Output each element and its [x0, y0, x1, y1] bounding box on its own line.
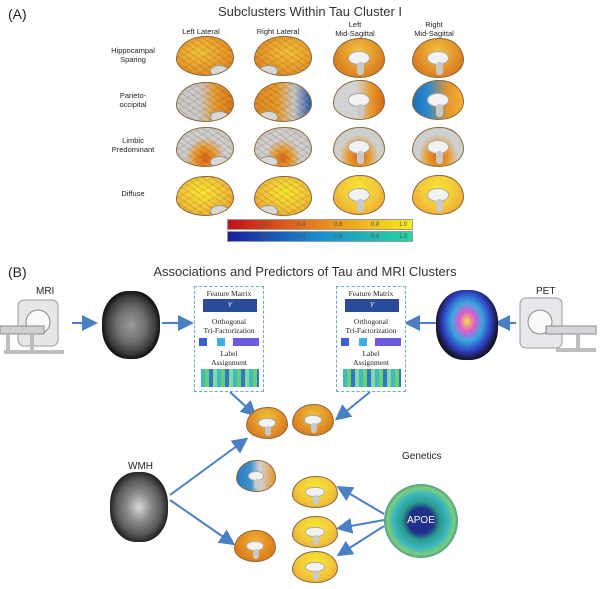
label-assign-2: Assignment [211, 358, 247, 367]
genetics-brain-3 [292, 551, 338, 583]
cluster-brain-2 [292, 404, 334, 436]
brain-diffuse-right-mid [412, 175, 464, 215]
colorbar-hot [227, 219, 413, 230]
brain-hs-left-mid [333, 38, 385, 78]
tick: 0.2 [260, 222, 269, 228]
col-header-left-mid-sagittal: Left Mid-Sagittal [335, 20, 375, 38]
ontf-box-left: Feature Matrix Y Orthogonal Tri-Factoriz… [194, 286, 264, 392]
col-header-right-lateral: Right Lateral [256, 27, 300, 36]
factor-v [233, 338, 259, 346]
genetics-brain-2 [292, 516, 338, 548]
tick: 0.2 [260, 234, 269, 240]
factor-v [375, 338, 401, 346]
panel-b-title: Associations and Predictors of Tau and M… [153, 264, 457, 279]
factor-s [359, 338, 367, 346]
genetics-label: Genetics [402, 451, 442, 462]
brain-hs-left-lateral [176, 36, 234, 76]
assignment-heatmap [201, 369, 259, 387]
label-assign-1: Label [362, 349, 380, 358]
colorbar-hot-ticks: 0.2 0.4 0.6 0.8 1.0 [227, 222, 413, 230]
panel-a-title: Subclusters Within Tau Cluster I [218, 4, 402, 19]
brain-po-right-lateral [254, 82, 312, 122]
brain-diffuse-left-mid [333, 175, 385, 215]
row-label-hippocampal-sparing: Hippocampal Sparing [111, 46, 155, 64]
label-assign-2: Assignment [353, 358, 389, 367]
brain-hs-right-mid [412, 38, 464, 78]
col-header-left-lateral: Left Lateral [182, 27, 220, 36]
ontf-label-1: Orthogonal [353, 317, 389, 326]
tick: 0.4 [297, 222, 306, 228]
colorbar-cool-ticks: 0.2 0.4 0.6 0.8 1.0 [227, 234, 413, 242]
tick: 0.4 [297, 234, 306, 240]
factor-u [199, 338, 207, 346]
panel-b-label: (B) [8, 264, 27, 280]
arrow-genetics-to-brain2 [336, 517, 385, 534]
tick: 0.6 [334, 222, 343, 228]
y-matrix: Y [203, 299, 257, 312]
arrow-wmh-to-top [169, 437, 249, 496]
pet-scanner-icon [519, 297, 597, 352]
colorbar-cool [227, 231, 413, 242]
apoe-label: APOE [407, 515, 435, 526]
tick: 0.8 [371, 222, 380, 228]
arrow-genetics-to-brain3 [336, 525, 385, 557]
mri-label: MRI [36, 286, 55, 297]
brain-lp-left-lateral [176, 127, 234, 167]
brain-diffuse-left-lateral [176, 176, 234, 216]
brain-lp-right-lateral [254, 127, 312, 167]
row-label-limbic-predominant: Limbic Predominant [111, 136, 155, 154]
ontf-box-right: Feature Matrix Y Orthogonal Tri-Factoriz… [336, 286, 406, 392]
brain-lp-right-mid [412, 127, 464, 167]
wmh-brain-scan [110, 472, 168, 542]
arrow-box-left-to-brains [229, 391, 257, 417]
brain-po-right-mid [412, 80, 464, 120]
apoe-genetics-icon [384, 484, 458, 558]
ontf-label-2: Tri-Factorization [203, 326, 255, 335]
pet-label: PET [536, 286, 556, 297]
feature-matrix-label: Feature Matrix [348, 289, 394, 298]
wmh-label: WMH [128, 461, 153, 472]
row-label-diffuse: Diffuse [121, 189, 145, 198]
cluster-brain-1 [246, 407, 288, 439]
arrow-genetics-to-brain1 [336, 485, 385, 515]
tick: 0.6 [334, 234, 343, 240]
tick: 0.8 [371, 234, 380, 240]
panel-a-label: (A) [8, 6, 27, 22]
feature-matrix-label: Feature Matrix [206, 289, 252, 298]
ontf-label-2: Tri-Factorization [345, 326, 397, 335]
brain-po-left-lateral [176, 82, 234, 122]
tick: 1.0 [399, 234, 408, 240]
col-header-right-mid-sagittal: Right Mid-Sagittal [414, 20, 454, 38]
y-matrix: Y [345, 299, 399, 312]
label-assign-1: Label [220, 349, 238, 358]
factor-u [341, 338, 349, 346]
mri-scanner-icon [0, 299, 64, 354]
arrow-wmh-to-bottom [169, 499, 236, 546]
genetics-brain-1 [292, 476, 338, 508]
middle-brain-blue [236, 460, 276, 492]
factor-s [217, 338, 225, 346]
mri-brain-scan [102, 291, 160, 359]
brain-diffuse-right-lateral [254, 176, 312, 216]
brain-po-left-mid [333, 80, 385, 120]
pet-brain-scan [436, 290, 498, 360]
row-label-parieto-occipital: Parieto- occipital [119, 91, 147, 109]
brain-lp-left-mid [333, 127, 385, 167]
tick: 1.0 [399, 222, 408, 228]
assignment-heatmap [343, 369, 401, 387]
arrow-box-right-to-brains [334, 391, 371, 421]
brain-hs-right-lateral [254, 36, 312, 76]
ontf-label-1: Orthogonal [211, 317, 247, 326]
middle-brain-orange [234, 530, 276, 562]
